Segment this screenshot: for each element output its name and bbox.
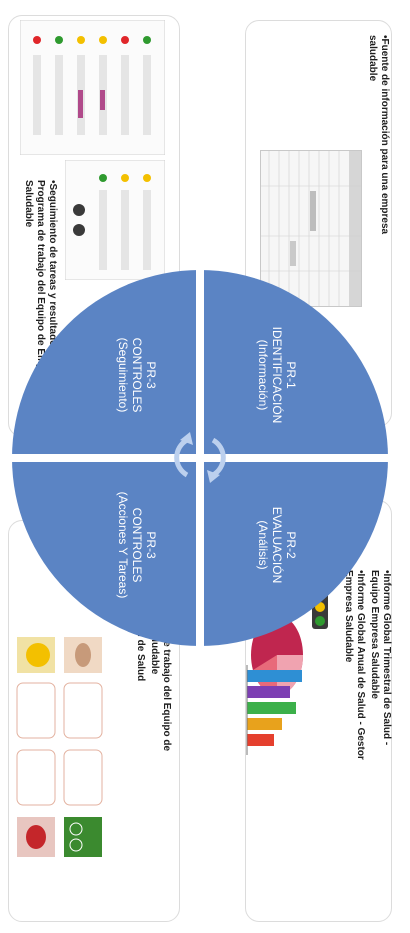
quadrant-pr1: PR-1 IDENTIFICACIÓN (Información): [256, 295, 298, 455]
quadrant-pr2: PR-2 EVALUACIÓN (Análisis): [256, 465, 298, 625]
cycle-circle: PR-1 IDENTIFICACIÓN (Información) PR-2 E…: [12, 270, 388, 646]
quadrant-pr3-acciones: PR-3 CONTROLES (Acciones Y Tareas): [116, 465, 158, 625]
quadrant-sub: (Seguimiento): [116, 337, 130, 413]
dashboard-thumbnail: [20, 20, 165, 155]
quadrant-title: PR-3: [144, 361, 158, 389]
dashboard-thumbnail-2: [65, 160, 165, 280]
program-tiles: [16, 637, 103, 857]
quadrant-sub: (Acciones Y Tareas): [116, 491, 130, 599]
quadrant-name: CONTROLES: [130, 507, 144, 583]
fitness-icon: [64, 637, 102, 673]
spreadsheet-grid-icon: [261, 151, 361, 306]
cycle-arrows-icon: [174, 437, 226, 478]
health-tile-icon: [17, 637, 55, 673]
quadrant-name: CONTROLES: [130, 337, 144, 413]
spreadsheet-thumbnail: [260, 150, 362, 307]
quadrant-sub: (Análisis): [256, 520, 270, 570]
note-line: •Fuente de información para una empresa …: [367, 35, 390, 235]
bicycle-icon: [64, 817, 102, 857]
quadrant-pr3-seguimiento: PR-3 CONTROLES (Seguimiento): [116, 295, 158, 455]
note-information-source: •Fuente de información para una empresa …: [364, 35, 390, 265]
quadrant-name: EVALUACIÓN: [270, 506, 284, 584]
quadrant-title: PR-3: [144, 531, 158, 559]
health-tile-icon: [17, 817, 55, 857]
quadrant-title: PR-2: [284, 531, 298, 559]
quadrant-name: IDENTIFICACIÓN: [270, 326, 284, 424]
quadrant-sub: (Información): [256, 339, 270, 411]
cycle-circle-graphic: [12, 270, 388, 646]
bar-chart-icon: [246, 665, 302, 755]
quadrant-title: PR-1: [284, 361, 298, 389]
